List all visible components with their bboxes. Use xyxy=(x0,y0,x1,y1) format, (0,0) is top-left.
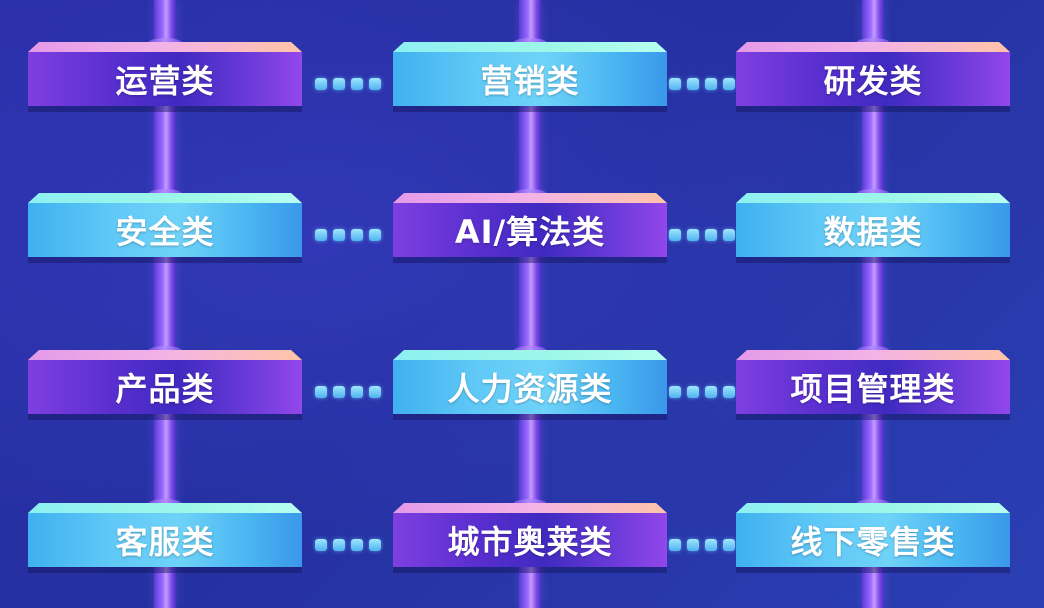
connector-dot xyxy=(722,78,735,90)
category-label: 客服类 xyxy=(28,513,302,567)
block-shadow xyxy=(736,414,1010,420)
connector-dot xyxy=(368,539,381,551)
connector-dot xyxy=(668,78,681,90)
category-block: 人力资源类 xyxy=(393,350,667,422)
category-label: 运营类 xyxy=(28,52,302,106)
block-shadow xyxy=(393,106,667,112)
connector-dot xyxy=(668,229,681,241)
category-block: 数据类 xyxy=(736,193,1010,265)
connector-dot xyxy=(668,539,681,551)
category-label: 项目管理类 xyxy=(736,360,1010,414)
connector-dot xyxy=(704,539,717,551)
connector-dot xyxy=(722,386,735,398)
category-block: 客服类 xyxy=(28,503,302,575)
block-top-face xyxy=(393,42,667,52)
category-block: 城市奥莱类 xyxy=(393,503,667,575)
category-label: 线下零售类 xyxy=(736,513,1010,567)
connector-dot xyxy=(332,386,345,398)
connector-dot xyxy=(686,229,699,241)
category-block: 运营类 xyxy=(28,42,302,114)
connector-dot xyxy=(350,78,363,90)
dotted-connector xyxy=(668,228,735,242)
category-label: AI/算法类 xyxy=(393,203,667,257)
block-top-face xyxy=(28,193,302,203)
connector-dot xyxy=(686,386,699,398)
block-shadow xyxy=(393,257,667,263)
block-shadow xyxy=(736,567,1010,573)
connector-dot xyxy=(704,78,717,90)
dotted-connector xyxy=(314,77,381,91)
category-label: 营销类 xyxy=(393,52,667,106)
block-top-face xyxy=(736,42,1010,52)
dotted-connector xyxy=(314,385,381,399)
connector-dot xyxy=(686,78,699,90)
connector-dot xyxy=(368,78,381,90)
connector-pole-3 xyxy=(862,0,884,608)
category-block: 安全类 xyxy=(28,193,302,265)
connector-dot xyxy=(314,229,327,241)
block-top-face xyxy=(393,503,667,513)
block-shadow xyxy=(28,414,302,420)
category-label: 人力资源类 xyxy=(393,360,667,414)
connector-dot xyxy=(668,386,681,398)
block-shadow xyxy=(28,567,302,573)
block-top-face xyxy=(736,193,1010,203)
block-top-face xyxy=(28,503,302,513)
connector-dot xyxy=(704,229,717,241)
dotted-connector xyxy=(668,385,735,399)
dotted-connector xyxy=(668,77,735,91)
connector-dot xyxy=(314,386,327,398)
connector-dot xyxy=(704,386,717,398)
category-block: 营销类 xyxy=(393,42,667,114)
connector-dot xyxy=(314,539,327,551)
connector-dot xyxy=(350,386,363,398)
block-top-face xyxy=(393,193,667,203)
category-label: 城市奥莱类 xyxy=(393,513,667,567)
connector-dot xyxy=(722,539,735,551)
block-top-face xyxy=(28,42,302,52)
block-top-face xyxy=(393,350,667,360)
connector-dot xyxy=(332,539,345,551)
block-shadow xyxy=(393,567,667,573)
block-top-face xyxy=(736,350,1010,360)
dotted-connector xyxy=(314,228,381,242)
block-shadow xyxy=(736,106,1010,112)
block-shadow xyxy=(393,414,667,420)
block-shadow xyxy=(736,257,1010,263)
dotted-connector xyxy=(668,538,735,552)
connector-dot xyxy=(314,78,327,90)
block-shadow xyxy=(28,106,302,112)
category-label: 产品类 xyxy=(28,360,302,414)
block-shadow xyxy=(28,257,302,263)
connector-dot xyxy=(350,229,363,241)
connector-dot xyxy=(350,539,363,551)
connector-pole-2 xyxy=(519,0,541,608)
connector-pole-1 xyxy=(154,0,176,608)
category-label: 数据类 xyxy=(736,203,1010,257)
connector-dot xyxy=(722,229,735,241)
block-top-face xyxy=(736,503,1010,513)
category-block: 研发类 xyxy=(736,42,1010,114)
dotted-connector xyxy=(314,538,381,552)
connector-dot xyxy=(686,539,699,551)
block-top-face xyxy=(28,350,302,360)
connector-dot xyxy=(368,386,381,398)
category-block: 线下零售类 xyxy=(736,503,1010,575)
connector-dot xyxy=(332,78,345,90)
category-block: 项目管理类 xyxy=(736,350,1010,422)
category-block: 产品类 xyxy=(28,350,302,422)
category-label: 安全类 xyxy=(28,203,302,257)
category-block: AI/算法类 xyxy=(393,193,667,265)
connector-dot xyxy=(332,229,345,241)
connector-dot xyxy=(368,229,381,241)
category-label: 研发类 xyxy=(736,52,1010,106)
